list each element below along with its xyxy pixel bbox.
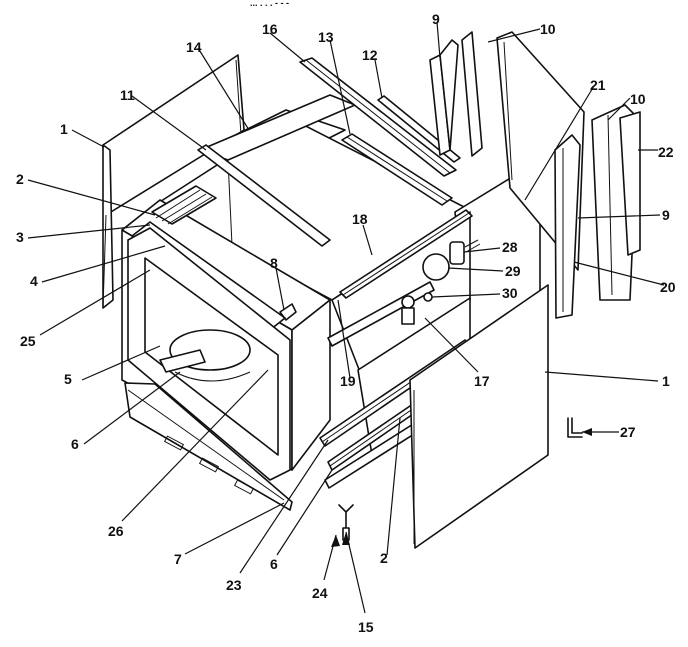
callout-22: 22 (658, 144, 674, 160)
callout-18: 18 (352, 211, 368, 227)
callout-25: 25 (20, 333, 36, 349)
right-side-panel (409, 284, 549, 549)
callout-10-top: 10 (540, 21, 556, 37)
callout-1-left: 1 (60, 121, 68, 137)
callout-7: 7 (174, 551, 182, 567)
callout-10-right: 10 (630, 91, 646, 107)
rear-rail (299, 57, 457, 177)
callout-21: 21 (590, 77, 606, 93)
callout-2-left: 2 (16, 171, 24, 187)
callout-28: 28 (502, 239, 518, 255)
rear-bracket-10 (461, 31, 483, 157)
callout-27: 27 (620, 424, 636, 440)
callout-2-right: 2 (380, 550, 388, 566)
oven-bottom (169, 329, 251, 382)
top-cut-text: ... . . . - - - (250, 0, 289, 8)
callout-26: 26 (108, 523, 124, 539)
callout-9-top: 9 (432, 11, 440, 27)
callout-13: 13 (318, 29, 334, 45)
callout-9-right: 9 (662, 207, 670, 223)
side-bracket-9 (554, 134, 581, 319)
callout-17: 17 (474, 373, 490, 389)
callout-6-left: 6 (71, 436, 79, 452)
callout-3: 3 (16, 229, 24, 245)
callout-30: 30 (502, 285, 518, 301)
lamp-assembly (401, 239, 481, 325)
callout-11: 11 (120, 87, 135, 103)
leader-lines (27, 21, 665, 614)
callout-5: 5 (64, 371, 72, 387)
callout-8: 8 (270, 255, 278, 271)
callout-23: 23 (226, 577, 242, 593)
left-side-panel (102, 54, 245, 309)
bracket-8 (279, 303, 297, 321)
top-trim-strips (151, 185, 217, 225)
callout-20: 20 (660, 279, 676, 295)
callout-14: 14 (186, 39, 202, 55)
callout-29: 29 (505, 263, 521, 279)
rail-18 (339, 209, 473, 299)
callout-15: 15 (358, 619, 374, 635)
callout-1-right: 1 (662, 373, 670, 389)
side-bracket-20 (591, 104, 641, 301)
clip-27 (567, 417, 583, 438)
callout-6-right: 6 (270, 556, 278, 572)
shelf-support (159, 349, 206, 373)
callout-labels: 1 2 3 4 25 5 6 26 7 23 6 24 15 2 8 11 14… (16, 11, 676, 635)
kick-panel (124, 382, 293, 511)
rear-bracket-9 (429, 39, 459, 156)
callout-19: 19 (340, 373, 356, 389)
callout-4: 4 (30, 273, 38, 289)
leader-arrowheads (331, 428, 592, 547)
callout-16: 16 (262, 21, 278, 37)
callout-24: 24 (312, 585, 328, 601)
callout-12: 12 (362, 47, 378, 63)
top-frame-rail (197, 144, 331, 247)
